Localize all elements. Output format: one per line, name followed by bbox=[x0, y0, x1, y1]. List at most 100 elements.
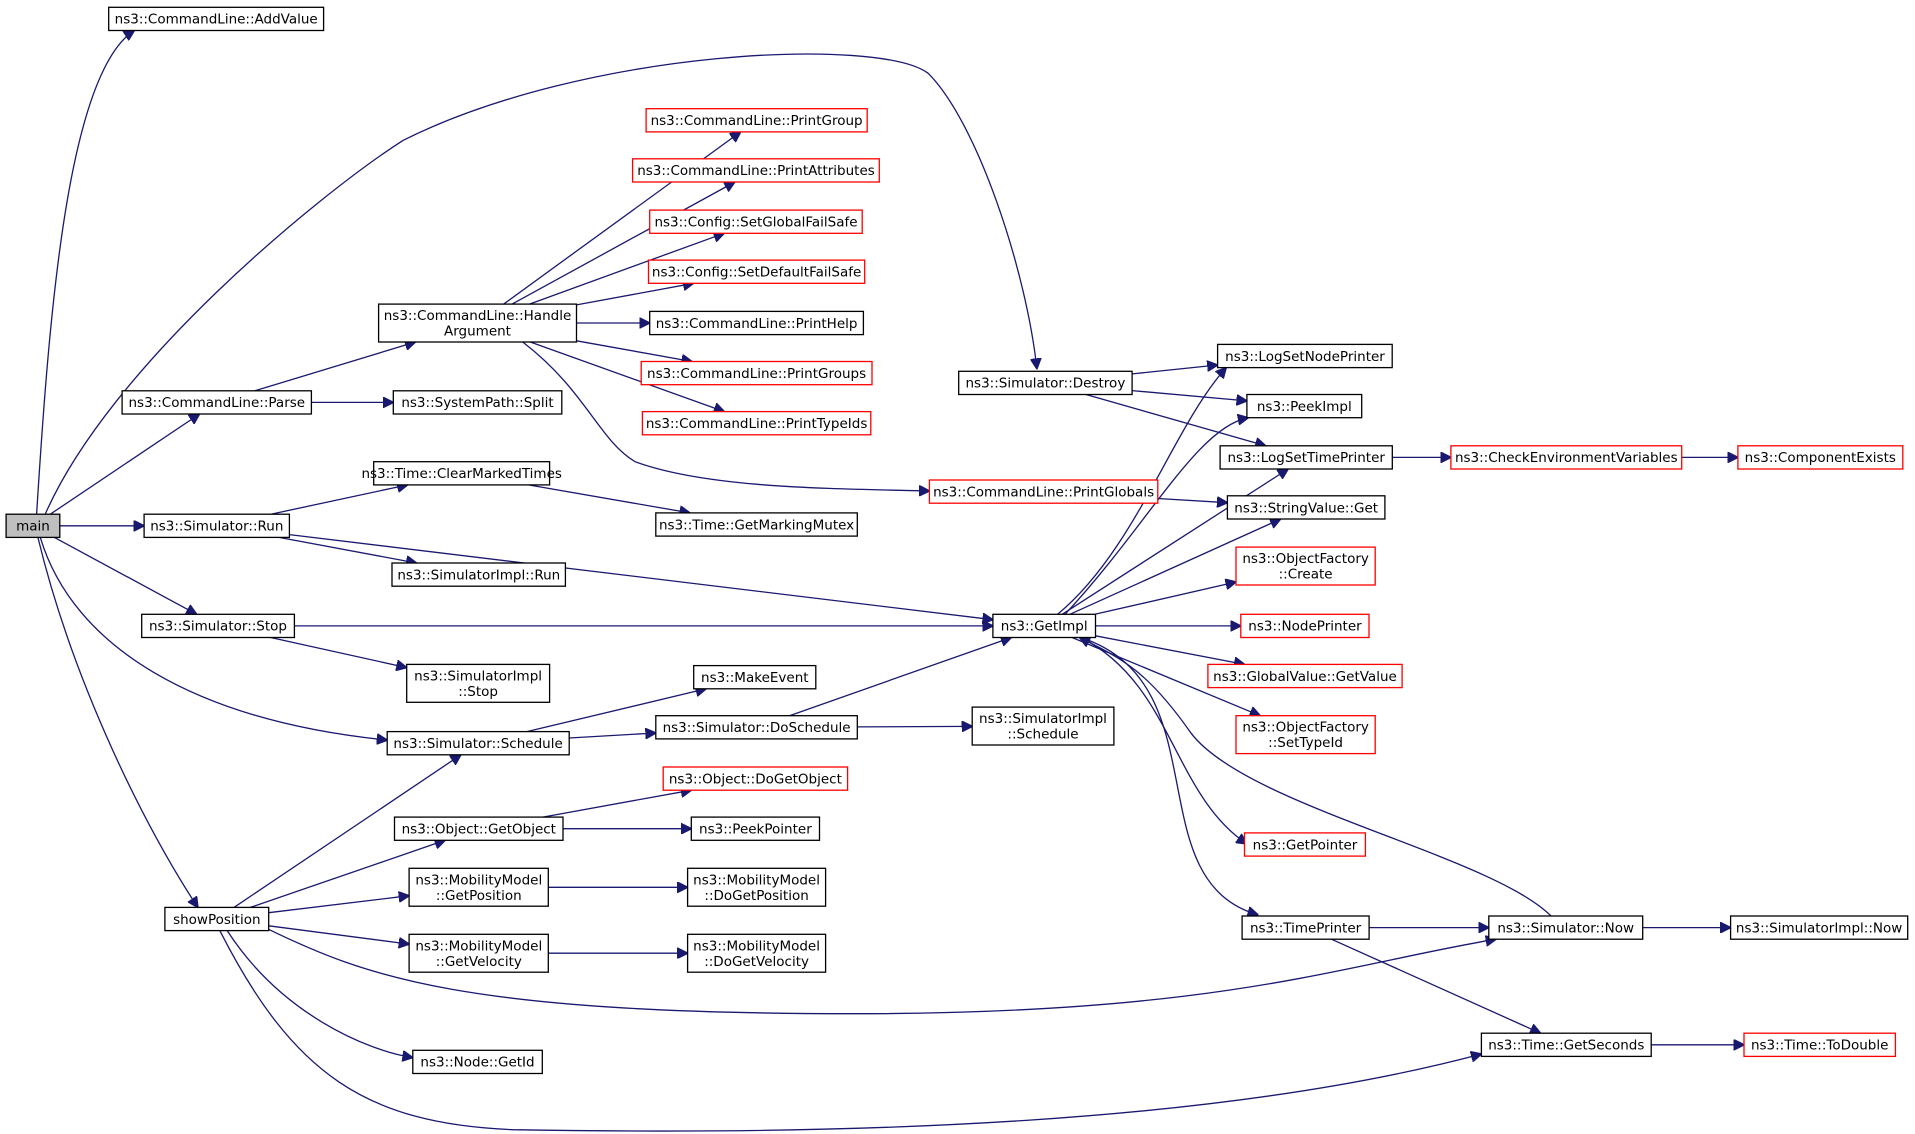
node-printglobals[interactable]: ns3::CommandLine::PrintGlobals bbox=[928, 479, 1159, 504]
node-addvalue[interactable]: ns3::CommandLine::AddValue bbox=[108, 6, 325, 32]
node-label: showPosition bbox=[173, 912, 260, 928]
node-label: ns3::Simulator::DoSchedule bbox=[663, 720, 851, 736]
node-label: ns3::SystemPath::Split bbox=[401, 395, 553, 411]
call-edge-simrun-to-simimplrun bbox=[278, 536, 417, 563]
call-edge-showposition-to-simschedule bbox=[233, 755, 461, 908]
call-edge-clearmarkedtimes-to-getmarkingmutex bbox=[528, 484, 690, 513]
node-peekpointer[interactable]: ns3::PeekPointer bbox=[690, 816, 821, 841]
node-label: ns3::MobilityModel bbox=[415, 872, 542, 888]
call-edge-main-to-showposition bbox=[37, 537, 198, 907]
node-peekimpl[interactable]: ns3::PeekImpl bbox=[1246, 393, 1363, 419]
node-box bbox=[1737, 445, 1904, 470]
node-label: ns3::SimulatorImpl::Now bbox=[1736, 920, 1902, 936]
node-label: ns3::Simulator::Stop bbox=[149, 619, 287, 635]
node-box bbox=[662, 766, 849, 791]
node-mmgetposition[interactable]: ns3::MobilityModel::GetPosition bbox=[408, 867, 549, 907]
node-box bbox=[164, 906, 270, 932]
node-setdefaultfailsafe[interactable]: ns3::Config::SetDefaultFailSafe bbox=[647, 259, 866, 284]
call-edge-getimpl-to-stringvalueget bbox=[1069, 519, 1281, 615]
node-destroy[interactable]: ns3::Simulator::Destroy bbox=[958, 370, 1133, 396]
node-printhelp[interactable]: ns3::CommandLine::PrintHelp bbox=[649, 310, 865, 336]
call-edge-main-to-simstop bbox=[54, 536, 196, 614]
node-box bbox=[1235, 715, 1376, 755]
node-box bbox=[686, 867, 827, 907]
node-label: ::Schedule bbox=[1007, 727, 1078, 743]
node-getmarkingmutex[interactable]: ns3::Time::GetMarkingMutex bbox=[655, 512, 858, 537]
node-label: ns3::CommandLine::AddValue bbox=[115, 12, 318, 28]
node-timetodouble[interactable]: ns3::Time::ToDouble bbox=[1743, 1032, 1897, 1058]
node-logsetnodeprinter[interactable]: ns3::LogSetNodePrinter bbox=[1216, 343, 1393, 369]
node-timeprinter[interactable]: ns3::TimePrinter bbox=[1241, 915, 1370, 940]
node-simimplnow[interactable]: ns3::SimulatorImpl::Now bbox=[1729, 915, 1909, 940]
node-printgroups[interactable]: ns3::CommandLine::PrintGroups bbox=[640, 360, 873, 386]
node-getpointer[interactable]: ns3::GetPointer bbox=[1243, 832, 1367, 857]
node-box bbox=[412, 1049, 543, 1075]
node-simimplstop[interactable]: ns3::SimulatorImpl::Stop bbox=[406, 663, 551, 703]
node-main[interactable]: main bbox=[5, 513, 61, 539]
node-objfactorysettypeid[interactable]: ns3::ObjectFactory::SetTypeId bbox=[1235, 715, 1376, 755]
node-componentexists[interactable]: ns3::ComponentExists bbox=[1737, 445, 1904, 470]
node-logsettimeprinter[interactable]: ns3::LogSetTimePrinter bbox=[1219, 445, 1393, 470]
node-parse[interactable]: ns3::CommandLine::Parse bbox=[121, 390, 313, 415]
node-mmgetvelocity[interactable]: ns3::MobilityModel::GetVelocity bbox=[408, 933, 549, 973]
node-simstop[interactable]: ns3::Simulator::Stop bbox=[141, 613, 296, 639]
node-box bbox=[1241, 915, 1370, 940]
function-nodes: main ns3::CommandLine::AddValuens3::Comma… bbox=[5, 6, 1909, 1075]
node-label: ns3::MakeEvent bbox=[701, 670, 809, 686]
node-label: ns3::Simulator::Run bbox=[150, 519, 283, 535]
node-simimplrun[interactable]: ns3::SimulatorImpl::Run bbox=[391, 562, 567, 587]
node-simimplschedule[interactable]: ns3::SimulatorImpl::Schedule bbox=[971, 706, 1115, 746]
node-mmdogetposition[interactable]: ns3::MobilityModel::DoGetPosition bbox=[686, 867, 827, 907]
call-edge-main-to-parse bbox=[49, 414, 199, 515]
node-label: ns3::CheckEnvironmentVariables bbox=[1455, 450, 1678, 466]
node-checkenv[interactable]: ns3::CheckEnvironmentVariables bbox=[1450, 445, 1683, 470]
node-label: ::GetVelocity bbox=[436, 954, 522, 970]
node-makeevent[interactable]: ns3::MakeEvent bbox=[693, 664, 817, 690]
node-doschedule[interactable]: ns3::Simulator::DoSchedule bbox=[655, 715, 858, 740]
node-box bbox=[958, 370, 1133, 396]
node-split[interactable]: ns3::SystemPath::Split bbox=[392, 390, 563, 415]
call-edge-simnow-to-getimpl bbox=[1080, 638, 1552, 917]
node-nodegetid[interactable]: ns3::Node::GetId bbox=[412, 1049, 543, 1075]
call-edge-showposition-to-getobject bbox=[250, 840, 445, 909]
node-dogetobject[interactable]: ns3::Object::DoGetObject bbox=[662, 766, 849, 791]
node-stringvalueget[interactable]: ns3::StringValue::Get bbox=[1226, 495, 1386, 520]
node-box bbox=[408, 933, 549, 973]
call-edge-destroy-to-logsetnodeprinter bbox=[1132, 365, 1218, 375]
node-box bbox=[647, 259, 866, 284]
call-edge-getimpl-to-objfactorycreate bbox=[1094, 582, 1236, 615]
call-edge-getimpl-to-peekimpl bbox=[1064, 418, 1248, 615]
node-simnow[interactable]: ns3::Simulator::Now bbox=[1488, 915, 1644, 940]
node-label: ns3::Config::SetDefaultFailSafe bbox=[652, 265, 861, 281]
node-showposition[interactable]: showPosition bbox=[164, 906, 270, 932]
node-label: ::SetTypeId bbox=[1268, 735, 1343, 751]
node-simschedule[interactable]: ns3::Simulator::Schedule bbox=[386, 730, 570, 756]
node-nodeprinter[interactable]: ns3::NodePrinter bbox=[1240, 613, 1370, 639]
call-edge-main-to-destroy bbox=[44, 53, 1037, 515]
node-globalvaluegetvalue[interactable]: ns3::GlobalValue::GetValue bbox=[1207, 663, 1403, 689]
node-objfactorycreate[interactable]: ns3::ObjectFactory::Create bbox=[1235, 546, 1376, 586]
node-getobject[interactable]: ns3::Object::GetObject bbox=[393, 816, 564, 841]
call-edge-printglobals-to-stringvalueget bbox=[1157, 499, 1228, 503]
call-edge-parse-to-handleargument bbox=[254, 342, 416, 392]
node-printgroup[interactable]: ns3::CommandLine::PrintGroup bbox=[645, 108, 868, 133]
node-setglobalfailsafe[interactable]: ns3::Config::SetGlobalFailSafe bbox=[649, 209, 863, 234]
node-mmdogetvelocity[interactable]: ns3::MobilityModel::DoGetVelocity bbox=[686, 933, 827, 973]
node-printattributes[interactable]: ns3::CommandLine::PrintAttributes bbox=[631, 158, 880, 183]
node-box bbox=[121, 390, 313, 415]
call-edge-simrun-to-getimpl bbox=[289, 533, 993, 620]
call-edge-showposition-to-mmgetvelocity bbox=[268, 925, 409, 944]
node-getimpl[interactable]: ns3::GetImpl bbox=[992, 613, 1097, 639]
node-box bbox=[1243, 832, 1367, 857]
node-simrun[interactable]: ns3::Simulator::Run bbox=[143, 513, 291, 539]
node-label: ns3::CommandLine::PrintTypeIds bbox=[646, 416, 868, 432]
node-label: ::GetPosition bbox=[436, 888, 522, 904]
node-printtypeids[interactable]: ns3::CommandLine::PrintTypeIds bbox=[641, 410, 872, 436]
call-edge-doschedule-to-simimplschedule bbox=[857, 726, 972, 727]
node-clearmarkedtimes[interactable]: ns3::Time::ClearMarkedTimes bbox=[361, 461, 562, 486]
node-box bbox=[649, 310, 865, 336]
call-edge-main-to-simschedule bbox=[39, 537, 387, 740]
node-timegetseconds[interactable]: ns3::Time::GetSeconds bbox=[1480, 1032, 1652, 1058]
node-label: ns3::GetImpl bbox=[1001, 619, 1088, 635]
